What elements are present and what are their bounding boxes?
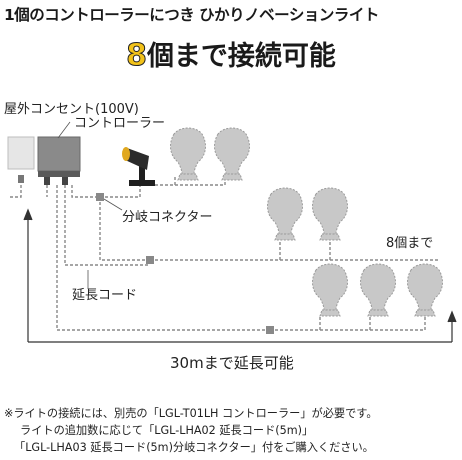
page-title: 1個のコントローラーにつき ひかりノベーションライト bbox=[4, 6, 379, 24]
note-line: ライトの追加数に応じて「LGL-LHA02 延長コード(5m)」 bbox=[20, 424, 314, 437]
note-line: ※ライトの接続には、別売の「LGL-T01LH コントローラー」が必要です。 bbox=[4, 407, 378, 420]
footnote: ※ライトの接続には、別売の「LGL-T01LH コントローラー」が必要です。 ラ… bbox=[4, 405, 378, 456]
ghost-light-icon bbox=[407, 263, 443, 317]
ghost-light-icon bbox=[360, 263, 396, 317]
ghost-light-icon bbox=[312, 263, 348, 317]
connector-2 bbox=[146, 256, 154, 264]
note-line: 「LGL-LHA03 延長コード(5m)分岐コネクター」付をご購入ください。 bbox=[14, 441, 374, 454]
extension-cord-label: 延長コード bbox=[72, 288, 138, 303]
headline-number: 8 bbox=[126, 38, 148, 74]
headline-text: 個まで接続可能 bbox=[146, 41, 336, 72]
outdoor-outlet-label: 屋外コンセント(100V) bbox=[4, 102, 139, 117]
range-arrow bbox=[23, 208, 457, 343]
ghost-light-icon bbox=[214, 127, 250, 181]
spotlight-icon bbox=[122, 147, 155, 186]
outlet-box bbox=[7, 136, 35, 170]
up-to-eight-label: 8個まで bbox=[386, 236, 434, 251]
controller-label: コントローラー bbox=[74, 116, 166, 131]
headline: 8個まで接続可能 bbox=[0, 34, 462, 74]
splitter-connector bbox=[96, 193, 104, 201]
connection-diagram bbox=[7, 121, 457, 343]
controller-box bbox=[37, 136, 81, 172]
splitter-label: 分岐コネクター bbox=[122, 210, 213, 225]
ghost-light-icon bbox=[170, 127, 206, 181]
connector-3 bbox=[266, 326, 274, 334]
ghost-light-icon bbox=[267, 187, 303, 241]
extend-length-label: 30mまで延長可能 bbox=[170, 354, 294, 372]
ghost-light-icon bbox=[312, 187, 348, 241]
outlet-plug bbox=[18, 175, 24, 183]
